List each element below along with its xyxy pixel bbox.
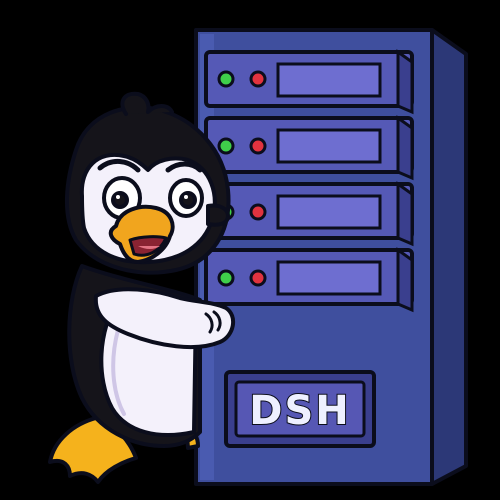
drive-bays [204, 49, 414, 313]
drive-bay [204, 115, 414, 181]
drive-panel [276, 194, 382, 230]
drive-panel [276, 260, 382, 296]
status-led-green [217, 137, 235, 155]
penguin-hair-tuft [120, 91, 174, 116]
status-led-green [217, 269, 235, 287]
drive-panel [276, 62, 382, 98]
status-led-red [249, 70, 267, 88]
drive-bay [204, 181, 414, 247]
penguin-right-eyebrow [165, 161, 203, 173]
penguin-mouth [128, 235, 168, 257]
penguin-flipper [93, 287, 236, 349]
penguin-left-eyebrow [97, 159, 141, 173]
server-label-text: DSH [249, 388, 351, 434]
server-side-face [430, 28, 468, 486]
drive-bay [204, 49, 414, 115]
status-led-red [249, 269, 267, 287]
drive-panel [276, 128, 382, 164]
status-led-green [217, 70, 235, 88]
status-led-red [249, 137, 267, 155]
server-label-plate: DSH [224, 370, 376, 448]
drive-bay [204, 247, 414, 313]
penguin-hand-grip [206, 203, 230, 227]
penguin-mascot [48, 91, 236, 484]
status-led-red [249, 203, 267, 221]
